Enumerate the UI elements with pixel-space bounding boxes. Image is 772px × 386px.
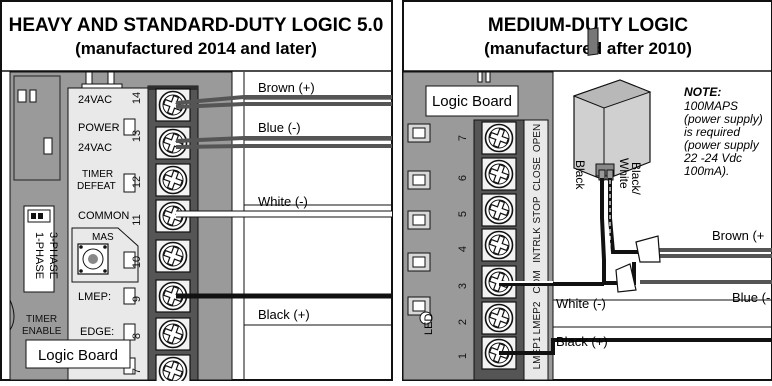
label-timer-enable-1: TIMER: [26, 314, 57, 325]
left-title-line2: (manufactured 2014 and later): [75, 39, 317, 58]
led-label: LED: [423, 314, 435, 335]
label-timer: TIMER: [82, 169, 113, 180]
right-terminal-name-strip: [523, 119, 549, 381]
terminal-number-8: 8: [131, 333, 143, 339]
brown-wire-left: [175, 95, 392, 105]
right-logic-board-label: Logic Board: [432, 93, 512, 110]
terminal-name-stop: STOP: [532, 196, 543, 223]
three-phase-label: 3-PHASE: [47, 232, 59, 279]
wire-label-white-right: White (-): [556, 296, 606, 311]
terminal-name-lmep2: LMEP2: [532, 301, 543, 334]
wire-label-brown-right: Brown (+: [712, 228, 764, 243]
wire-label-blue-right: Blue (-: [732, 290, 770, 305]
terminal-name-close: CLOSE: [532, 157, 543, 191]
supply-wire-black-white-label-2: White: [617, 158, 631, 189]
terminal-number-10: 10: [131, 256, 143, 268]
wire-label-blue-left: Blue (-): [258, 120, 301, 135]
right-terminal-number-6: 6: [457, 175, 469, 181]
wire-label-brown-left: Brown (+): [258, 80, 315, 95]
right-terminal-screws: [481, 121, 517, 370]
left-panel: HEAVY AND STANDARD-DUTY LOGIC 5.0 (manuf…: [0, 0, 393, 386]
left-logic-board-label: Logic Board: [38, 347, 118, 364]
terminal-number-13: 13: [131, 130, 143, 142]
wire-label-black-left: Black (+): [258, 307, 310, 322]
right-logic-board-tag: [425, 85, 519, 117]
timer-defeat-pins-icon: [123, 173, 136, 193]
label-power: POWER: [78, 122, 120, 134]
led-icon: [419, 311, 433, 325]
terminal-number-14: 14: [131, 92, 143, 104]
right-terminal-number-7: 7: [457, 135, 469, 141]
label-timer-enable-2: ENABLE: [22, 326, 62, 337]
label-defeat: DEFEAT: [77, 181, 116, 192]
right-terminal-number-2: 2: [457, 319, 469, 325]
supply-wire-black-label: Black: [573, 160, 587, 190]
terminal-number-11: 11: [131, 214, 143, 225]
power-supply-icon: [572, 27, 652, 181]
power-led-icon: [123, 118, 136, 136]
label-common: COMMON: [78, 210, 129, 222]
note-line-6: 100mA).: [684, 164, 729, 178]
terminal-name-intrlk: INTRLK: [532, 227, 543, 263]
left-title-line1: HEAVY AND STANDARD-DUTY LOGIC 5.0: [9, 15, 384, 36]
terminal-number-12: 12: [131, 176, 143, 188]
right-panel: MEDIUM-DUTY LOGIC (manufactured after 20…: [402, 0, 772, 381]
label-edge: EDGE:: [80, 326, 114, 338]
note-line-4: (power supply: [684, 138, 760, 152]
right-terminal-number-5: 5: [457, 211, 469, 217]
note: NOTE: 100MAPS (power supply) is required…: [683, 85, 763, 178]
label-mas: MAS: [92, 232, 114, 243]
wire-label-white-left: White (-): [258, 194, 308, 209]
label-24vac-top: 24VAC: [78, 94, 112, 106]
right-terminal-number-3: 3: [457, 283, 469, 289]
label-lmep: LMEP:: [78, 291, 111, 303]
wire-label-black-right: Black (+): [556, 334, 608, 349]
note-heading: NOTE:: [684, 85, 721, 99]
note-line-5: 22 -24 Vdc: [683, 151, 742, 165]
one-phase-label: 1-PHASE: [33, 232, 45, 279]
terminal-number-7: 7: [131, 368, 143, 374]
label-24vac-bottom: 24VAC: [78, 142, 112, 154]
right-terminal-number-1: 1: [457, 353, 469, 359]
left-wires: [175, 95, 392, 299]
note-line-2: (power supply): [684, 112, 763, 126]
mas-button-icon: [77, 243, 109, 275]
wire-nut-1-icon: [635, 235, 661, 263]
blue-wire-left: [175, 136, 392, 143]
supply-wire-black-white-label-1: Black/: [629, 162, 643, 195]
left-logic-board-tag: [25, 339, 131, 369]
terminal-name-open: OPEN: [532, 124, 543, 152]
right-terminal-number-4: 4: [457, 246, 469, 252]
note-line-1: 100MAPS: [684, 99, 738, 113]
terminal-number-9: 9: [131, 296, 143, 302]
right-title-line1: MEDIUM-DUTY LOGIC: [488, 15, 688, 36]
note-line-3: is required: [684, 125, 740, 139]
wire-nut-2-icon: [615, 263, 637, 293]
